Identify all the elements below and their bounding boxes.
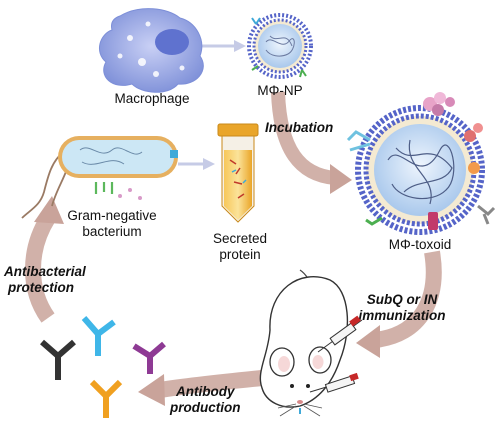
macrophage-cell [98, 8, 204, 93]
protection-label-line2: protection [7, 280, 74, 295]
mphi-np-particle [247, 13, 313, 79]
protection-label-line1: Antibacterial [3, 264, 86, 279]
mphi-toxoid-particle [346, 92, 496, 235]
antibody-purple-icon [132, 341, 166, 374]
arrow-incubation [271, 91, 352, 194]
mouse-illustration [259, 269, 349, 417]
antibody-blue-icon [81, 316, 116, 356]
antibody-grey-icon [40, 339, 76, 380]
antibody-orange-icon [89, 379, 123, 418]
arrow-toxoid-to-immunization [356, 250, 442, 358]
bacterium-label-line2: bacterium [82, 224, 141, 239]
toxin-cluster-icon [346, 92, 496, 230]
syringe-in-icon [309, 372, 359, 393]
secreted-label-line2: protein [219, 247, 260, 262]
secreted-label-line1: Secreted [213, 231, 267, 246]
gram-negative-bacterium [21, 136, 178, 219]
immunization-label-line1: SubQ or IN [367, 292, 438, 307]
syringe-subq-icon [317, 315, 363, 353]
macrophage-label: Macrophage [114, 91, 189, 106]
macrophage-nucleus [155, 29, 189, 55]
mphi-toxoid-label: MΦ-toxoid [389, 237, 452, 252]
immunization-label-line2: immunization [359, 308, 446, 323]
antibody-label-line2: production [169, 400, 241, 415]
secreted-protein-tube [217, 123, 259, 223]
mphi-np-receptor-icon [251, 17, 307, 78]
arrow-macrophage-to-np [200, 40, 246, 52]
arrow-antibody-production [138, 370, 263, 406]
bacterium-label-line1: Gram-negative [67, 208, 156, 223]
mphi-np-label: MΦ-NP [257, 83, 302, 98]
incubation-label: Incubation [265, 120, 333, 135]
arrow-antibacterial-protection [25, 196, 64, 323]
antibody-label-line1: Antibody [175, 384, 236, 399]
arrow-bacterium-to-protein [178, 158, 215, 170]
